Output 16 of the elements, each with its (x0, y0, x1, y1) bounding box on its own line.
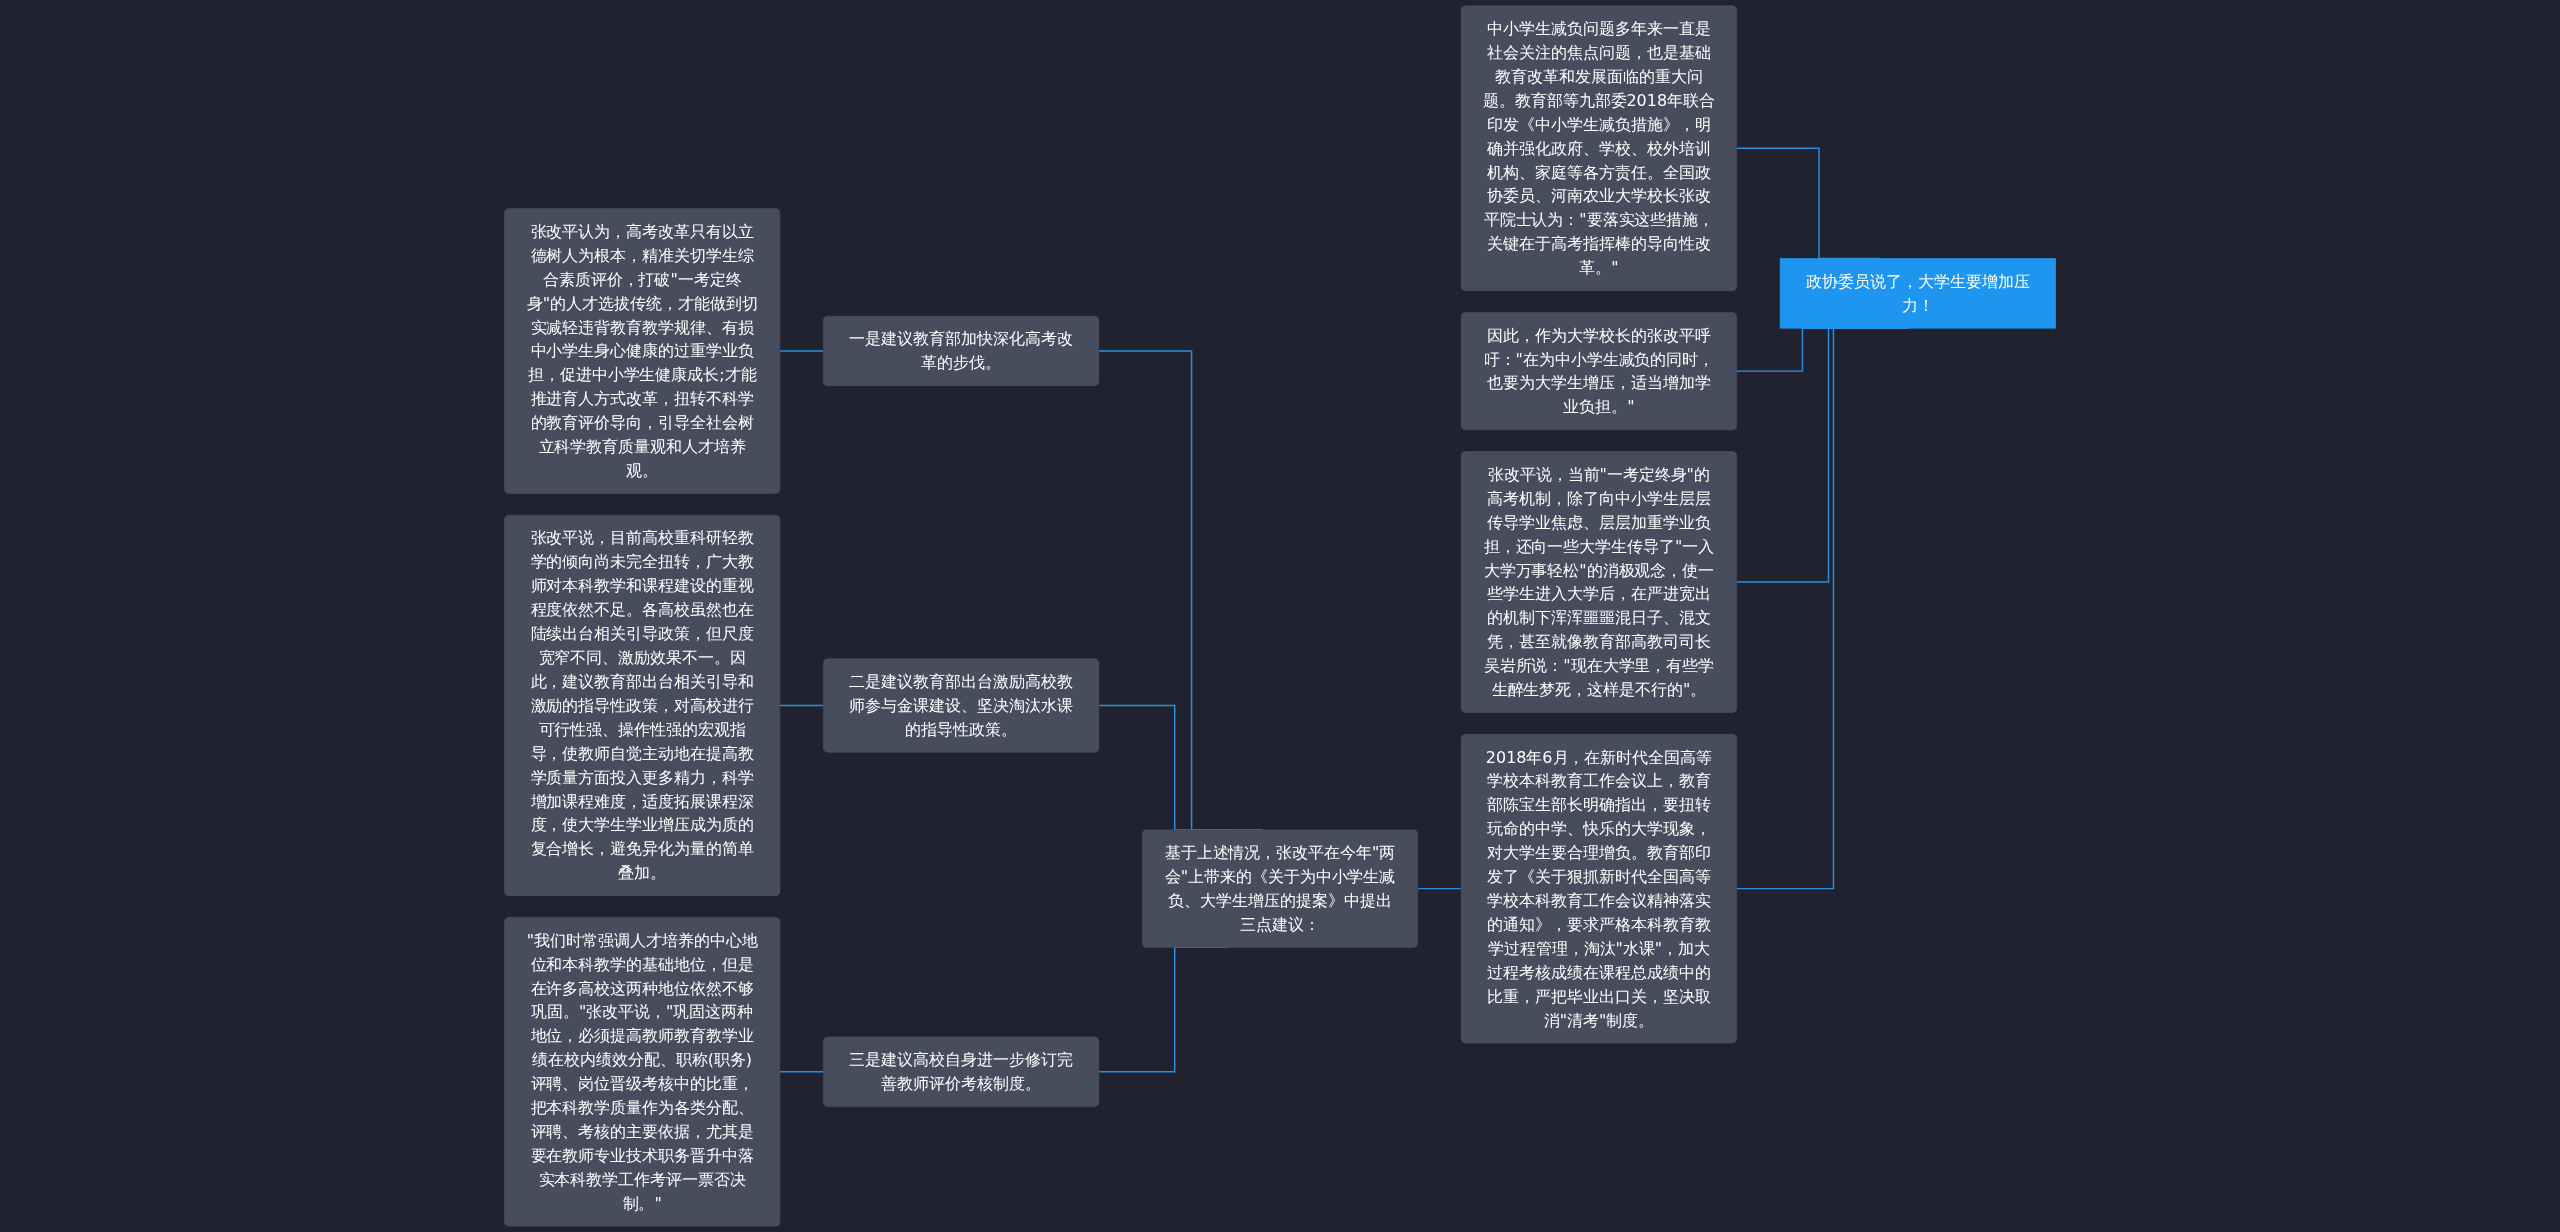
node-box: 政协委员说了，大学生要增加压力！ (1779, 258, 2056, 329)
connector (779, 350, 825, 352)
node-box: 一是建议教育部加快深化高考改革的步伐。 (823, 315, 1100, 387)
node-box: 张改平说，目前高校重科研轻教学的倾向尚未完全扭转，广大教师对本科教学和课程建设的重视程度依然不足。各高校虽然也在陆续出台相关引导政策，但尺度宽窄不同、激励效果不一。因此，建议教育部出台相关引导和激励的指导性政策，对高校进行可行性强、操作性强的宏观指导，使教师自觉主动地在提高教学质量方面投入更多精力，科学增加课程难度，适度拓展课程深度，使大学生学业增压成为质的复合增长，避免异化为量的简单叠加。 (504, 514, 781, 897)
node-box: 张改平认为，高考改革只有以立德树人为根本，精准关切学生综合素质评价，打破"一考定终身"的人才选拔传统，才能做到切实减轻违背教育教学规律、有损中小学生身心健康的过重学业负担，促进中小学生健康成长;才能推进育人方式改革，扭转不科学的教育评价导向，引导全社会树立科学教育质量观和人才培养观。 (504, 208, 781, 494)
connector (779, 1071, 825, 1073)
node-box: 张改平说，当前"一考定终身"的高考机制，除了向中小学生层层传导学业焦虑、层层加重学业负担，还向一些大学生传导了"一入大学万事轻松"的消极观念，使一些学生进入大学后，在严进宽出的机制下浑浑噩噩混日子、混文凭，甚至就像教育部高教司司长吴岩所说："现在大学里，有些学生醉生梦死，这样是不行的"。 (1460, 451, 1737, 713)
node-box: "我们时常强调人才培养的中心地位和本科教学的基础地位，但是在许多高校这两种地位依然不够巩固。"张改平说，"巩固这两种地位，必须提高教师教育教学业绩在校内绩效分配、职称(职务)评聘、岗位晋级考核中的比重，把本科教学质量作为各类分配、评聘、考核的主要依据，尤其是要在教师专业技术职务晋升中落实本科教学工作考评一票否决制。" (504, 917, 781, 1227)
node-box: 因此，作为大学校长的张改平呼吁："在为中小学生减负的同时，也要为大学生增压，适当增加学业负担。" (1460, 312, 1737, 431)
node-box: 三是建议高校自身进一步修订完善教师评价考核制度。 (823, 1036, 1100, 1107)
node-box: 2018年6月，在新时代全国高等学校本科教育工作会议上，教育部陈宝生部长明确指出，要扭转玩命的中学、快乐的大学现象，对大学生要合理增负。教育部印发了《关于狠抓新时代全国高等学校本科教育工作会议精神落实的通知》，要求严格本科教育教学过程管理，淘汰"水课"，加大过程考核成绩在课程总成绩中的比重，严把毕业出口关，坚决取消"清考"制度。 (1460, 733, 1737, 1044)
connector (779, 704, 825, 707)
connector (1417, 887, 1462, 890)
node-box: 中小学生减负问题多年来一直是社会关注的焦点问题，也是基础教育改革和发展面临的重大问题。教育部等九部委2018年联合印发《中小学生减负措施》，明确并强化政府、学校、校外培训机构、家庭等各方责任。全国政协委员、河南农业大学校长张改平院士认为："要落实这些措施，关键在于高考指挥棒的导向性改革。" (1460, 5, 1737, 291)
node-box: 二是建议教育部出台激励高校教师参与金课建设、坚决淘汰水课的指导性政策。 (823, 658, 1100, 753)
node-box: 基于上述情况，张改平在今年"两会"上带来的《关于为中小学生减负、大学生增压的提案》中提出三点建议： (1141, 829, 1419, 948)
